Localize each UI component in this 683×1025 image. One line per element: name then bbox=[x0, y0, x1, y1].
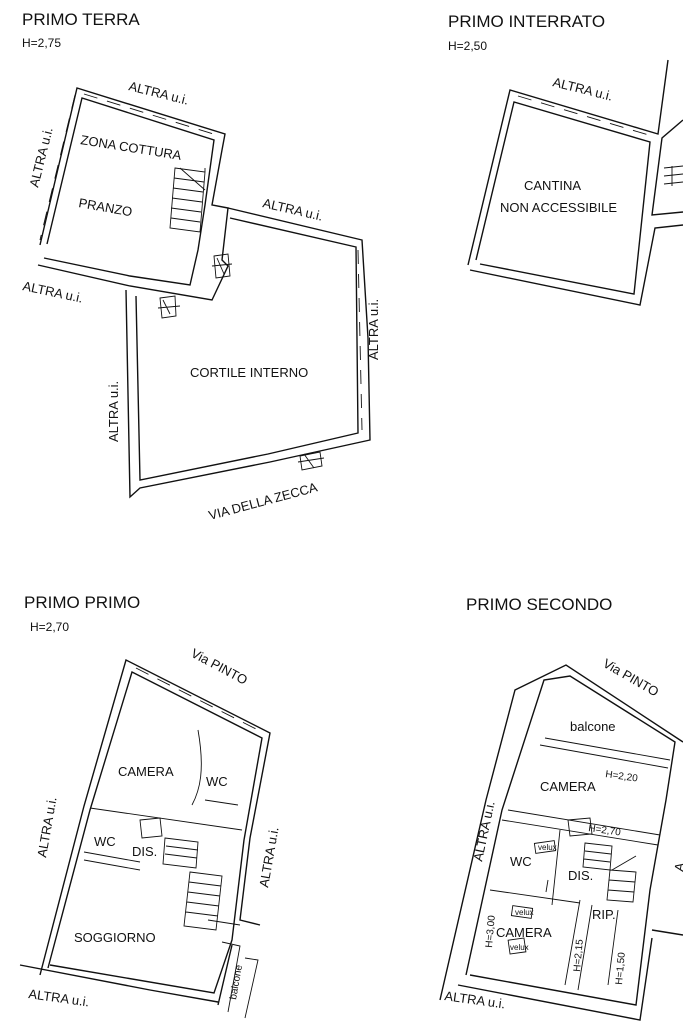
label-altra-primo-right: ALTRA u.i. bbox=[256, 826, 281, 889]
label-altra-right: ALTRA u.i. bbox=[366, 299, 381, 360]
height-1-50: H=1,50 bbox=[614, 951, 628, 985]
house-inner-wall bbox=[43, 97, 215, 286]
stair-interrato bbox=[663, 165, 683, 186]
label-altra-secondo-right-cut: A bbox=[671, 861, 683, 872]
title-primo-interrato: PRIMO INTERRATO bbox=[448, 12, 605, 31]
door-symbol-terra-1 bbox=[157, 295, 181, 319]
room-camera-secondo-upper: CAMERA bbox=[540, 779, 596, 794]
courtyard-wall bbox=[125, 207, 371, 499]
cantina-outer-wall bbox=[467, 59, 683, 306]
label-via-pinto-primo: Via PINTO bbox=[189, 645, 250, 687]
velux-marker-1: velux bbox=[533, 840, 557, 854]
label-altra-top: ALTRA u.i. bbox=[127, 78, 190, 107]
cantina-inner-wall bbox=[475, 101, 651, 295]
plan-primo-terra: PRIMO TERRA H=2,75 ZONA COTTURA PRANZO C… bbox=[21, 10, 381, 523]
house-outer-wall bbox=[37, 87, 229, 301]
title-primo-secondo: PRIMO SECONDO bbox=[466, 595, 612, 614]
velux-label-3: velux bbox=[510, 943, 529, 952]
room-wc-primo-lower: WC bbox=[94, 834, 116, 849]
plan-primo-interrato: PRIMO INTERRATO H=2,50 CANTINA NON ACCES… bbox=[448, 12, 683, 306]
room-zona-cottura: ZONA COTTURA bbox=[80, 132, 183, 163]
room-non-accessibile: NON ACCESSIBILE bbox=[500, 200, 617, 215]
room-balcone-primo: balcone bbox=[228, 964, 245, 1001]
plan-primo-primo: PRIMO PRIMO H=2,70 CAMERA WC WC DIS. SOG… bbox=[19, 593, 282, 1019]
room-camera-primo: CAMERA bbox=[118, 764, 174, 779]
balcone-outline bbox=[221, 941, 259, 1019]
height-2-15: H=2,15 bbox=[572, 938, 586, 972]
label-altra-primo-bottom: ALTRA u.i. bbox=[28, 986, 91, 1009]
height-2-70: H=2,70 bbox=[588, 823, 622, 838]
secondo-inner-wall bbox=[465, 675, 676, 1006]
room-dis-primo: DIS. bbox=[132, 844, 157, 859]
plan-primo-secondo: PRIMO SECONDO velux velux velux balcone … bbox=[439, 595, 683, 1021]
primo-wc-wall bbox=[191, 729, 239, 806]
height-primo-primo: H=2,70 bbox=[30, 620, 69, 634]
secondo-floor-divider bbox=[489, 809, 661, 904]
door-symbol-street bbox=[297, 451, 325, 471]
secondo-room-walls bbox=[545, 829, 619, 991]
room-wc-primo-upper: WC bbox=[206, 774, 228, 789]
room-cortile-interno: CORTILE INTERNO bbox=[190, 365, 308, 380]
house-wall-hatch bbox=[83, 93, 221, 137]
room-wc-secondo: WC bbox=[510, 854, 532, 869]
stair-secondo bbox=[567, 817, 637, 903]
secondo-balcone-wall bbox=[539, 737, 671, 769]
primo-inner-wall bbox=[47, 670, 263, 994]
door-symbol-terra-2 bbox=[211, 253, 233, 279]
height-2-20: H=2,20 bbox=[605, 769, 639, 784]
room-pranzo: PRANZO bbox=[77, 195, 133, 219]
room-dis-secondo: DIS. bbox=[568, 868, 593, 883]
velux-label-2: velux bbox=[515, 908, 534, 917]
primo-floor-divider bbox=[83, 807, 243, 926]
courtyard-wall-hatch bbox=[357, 249, 363, 431]
stair-primo bbox=[139, 817, 223, 931]
label-altra-mid: ALTRA u.i. bbox=[261, 195, 324, 223]
room-rip: RIP. bbox=[592, 907, 616, 922]
height-3-00: H=3,00 bbox=[484, 914, 498, 948]
room-balcone-secondo: balcone bbox=[570, 719, 616, 734]
title-primo-terra: PRIMO TERRA bbox=[22, 10, 140, 29]
label-altra-bottom-left: ALTRA u.i. bbox=[21, 278, 84, 305]
label-altra-secondo-bottom: ALTRA u.i. bbox=[444, 988, 507, 1011]
velux-marker-2: velux bbox=[510, 905, 534, 919]
label-via-della-zecca: VIA DELLA ZECCA bbox=[207, 479, 319, 523]
height-primo-interrato: H=2,50 bbox=[448, 39, 487, 53]
room-cantina: CANTINA bbox=[524, 178, 581, 193]
height-primo-terra: H=2,75 bbox=[22, 36, 61, 50]
label-altra-secondo-left: ALTRA u.i. bbox=[470, 800, 497, 863]
velux-label-1: velux bbox=[538, 843, 557, 852]
title-primo-primo: PRIMO PRIMO bbox=[24, 593, 140, 612]
secondo-outer-wall bbox=[439, 664, 683, 1021]
label-altra-interrato: ALTRA u.i. bbox=[551, 74, 614, 103]
house-wall-hatch-left bbox=[39, 94, 76, 241]
room-soggiorno: SOGGIORNO bbox=[74, 930, 156, 945]
label-altra-primo-left: ALTRA u.i. bbox=[34, 796, 59, 859]
label-via-pinto-secondo: Via PINTO bbox=[601, 656, 662, 700]
primo-outer-wall bbox=[19, 658, 271, 1006]
cantina-wall-hatch bbox=[517, 95, 653, 137]
stair-terra bbox=[169, 167, 206, 233]
label-altra-left: ALTRA u.i. bbox=[26, 126, 55, 189]
room-camera-secondo-lower: CAMERA bbox=[496, 925, 552, 940]
velux-marker-3: velux bbox=[507, 937, 529, 955]
label-altra-lower-left: ALTRA u.i. bbox=[106, 381, 121, 442]
